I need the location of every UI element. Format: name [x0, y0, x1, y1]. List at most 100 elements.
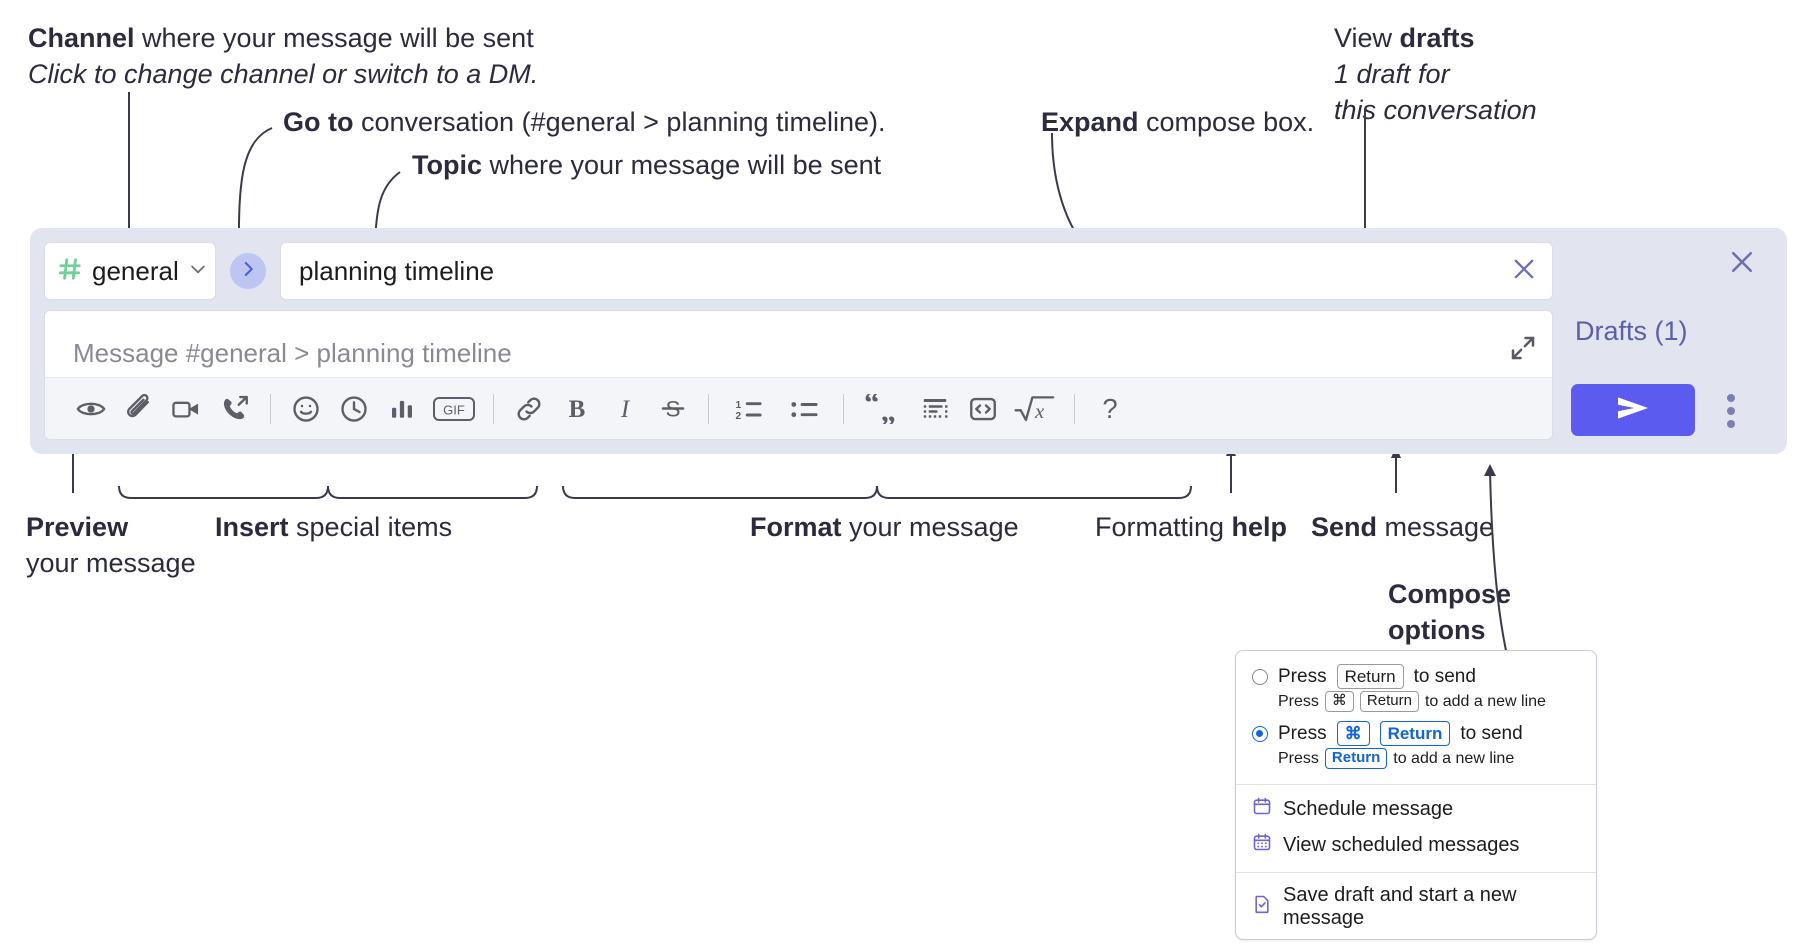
- annotation-channel-strong: Channel: [28, 23, 135, 53]
- option1-tail: to send: [1413, 665, 1476, 687]
- view-scheduled-messages-label: View scheduled messages: [1283, 833, 1520, 856]
- audio-clip-button[interactable]: [211, 385, 259, 433]
- expand-icon[interactable]: [1508, 333, 1538, 368]
- annotation-drafts-italic2: this conversation: [1334, 95, 1537, 125]
- emoji-button[interactable]: [282, 385, 330, 433]
- kebab-dot: [1727, 420, 1735, 428]
- svg-text:1: 1: [736, 399, 742, 410]
- send-on-return-option[interactable]: Press Return to send: [1236, 661, 1596, 690]
- toolbar-divider: [1074, 393, 1075, 424]
- save-draft-label: Save draft and start a new message: [1283, 884, 1517, 929]
- option2-tail: to send: [1460, 722, 1523, 744]
- key-command: ⌘: [1336, 721, 1370, 747]
- option2-press: Press: [1278, 722, 1327, 744]
- code-brackets-button[interactable]: [959, 385, 1007, 433]
- italic-button[interactable]: I: [601, 385, 649, 433]
- radio-unselected[interactable]: [1252, 668, 1268, 685]
- annotation-channel: Channel where your message will be sent …: [28, 20, 538, 92]
- option1-sub-tail: to add a new line: [1424, 692, 1546, 710]
- calendar-clock-icon: [1252, 796, 1272, 822]
- annotation-help-prefix: Formatting: [1095, 512, 1232, 542]
- video-clip-button[interactable]: [163, 385, 211, 433]
- compose-options-menu: Press Return to send Press ⌘ Return to a…: [1235, 650, 1597, 940]
- annotation-format-rest: your message: [841, 512, 1019, 542]
- view-scheduled-messages-item[interactable]: View scheduled messages: [1236, 827, 1596, 863]
- key-return: Return: [1324, 748, 1388, 769]
- calendar-grid-icon: [1252, 832, 1272, 858]
- send-button[interactable]: [1571, 384, 1695, 436]
- drafts-link[interactable]: Drafts (1): [1575, 316, 1688, 346]
- compose-panel-right: Drafts (1): [1553, 228, 1787, 454]
- schedule-message-item[interactable]: Schedule message: [1236, 791, 1596, 827]
- compose-header-row: general planning timeline: [44, 242, 1553, 300]
- send-on-cmd-return-option[interactable]: Press ⌘ Return to send: [1236, 718, 1596, 747]
- file-check-icon: [1252, 894, 1272, 920]
- link-button[interactable]: [505, 385, 553, 433]
- poll-button[interactable]: [378, 385, 426, 433]
- annotation-format: Format your message: [750, 509, 1019, 545]
- annotation-help-strong: help: [1231, 512, 1288, 542]
- annotation-expand: Expand compose box.: [1041, 104, 1314, 140]
- topic-input[interactable]: planning timeline: [280, 242, 1553, 300]
- goto-conversation-button[interactable]: [230, 253, 266, 289]
- svg-text:?: ?: [1102, 394, 1117, 424]
- menu-divider: [1236, 872, 1596, 873]
- send-on-cmd-return-hint: Press Return to add a new line: [1236, 746, 1596, 775]
- annotation-channel-italic: Click to change channel or switch to a D…: [28, 59, 539, 89]
- annotation-channel-rest: where your message will be sent: [134, 23, 534, 53]
- chevron-down-icon: [188, 259, 208, 284]
- svg-text:2: 2: [736, 411, 742, 422]
- bold-button[interactable]: B: [553, 385, 601, 433]
- schedule-message-label: Schedule message: [1283, 797, 1454, 820]
- save-draft-item[interactable]: Save draft and start a new message: [1236, 879, 1596, 935]
- close-icon[interactable]: [1504, 249, 1544, 294]
- option2-sub-press: Press: [1278, 749, 1319, 767]
- channel-selector[interactable]: general: [44, 242, 216, 300]
- strikethrough-button[interactable]: S: [649, 385, 697, 433]
- blockquote-button[interactable]: “ „: [855, 385, 911, 433]
- option2-sub-tail: to add a new line: [1393, 749, 1515, 767]
- annotation-drafts-strong: drafts: [1399, 23, 1475, 53]
- more-options-vertical-icon[interactable]: [1713, 388, 1749, 434]
- annotation-goto-strong: Go to: [283, 107, 354, 137]
- compose-panel: general planning timeline: [30, 228, 1787, 454]
- key-return: Return: [1359, 691, 1419, 712]
- key-return: Return: [1336, 664, 1404, 690]
- reminder-button[interactable]: [330, 385, 378, 433]
- code-block-button[interactable]: [911, 385, 959, 433]
- svg-text:I: I: [620, 396, 631, 423]
- option1-sub-press: Press: [1278, 692, 1319, 710]
- toolbar-divider: [708, 393, 709, 424]
- annotation-goto-rest: conversation (#general > planning timeli…: [353, 107, 886, 137]
- attach-file-button[interactable]: [115, 385, 163, 433]
- annotation-topic-rest: where your message will be sent: [482, 150, 882, 180]
- annotation-topic: Topic where your message will be sent: [412, 147, 881, 183]
- annotation-send: Send message: [1311, 509, 1494, 545]
- message-input-box[interactable]: Message #general > planning timeline: [44, 310, 1553, 440]
- annotation-compose-options-strong1: Compose: [1388, 579, 1512, 609]
- preview-button[interactable]: [67, 385, 115, 433]
- annotation-help: Formatting help: [1095, 509, 1287, 545]
- svg-text:„: „: [881, 394, 896, 424]
- gif-button[interactable]: GIF: [426, 385, 482, 433]
- annotation-drafts: View drafts 1 draft for this conversatio…: [1334, 20, 1537, 128]
- annotation-insert: Insert special items: [215, 509, 452, 545]
- kebab-dot: [1727, 407, 1735, 415]
- channel-name: general: [92, 255, 179, 286]
- annotation-preview-strong: Preview: [26, 512, 129, 542]
- ordered-list-button[interactable]: 1 2: [720, 385, 776, 433]
- bulleted-list-button[interactable]: [776, 385, 832, 433]
- message-placeholder: Message #general > planning timeline: [73, 338, 512, 368]
- formatting-help-button[interactable]: ?: [1086, 385, 1134, 433]
- radio-selected[interactable]: [1252, 725, 1268, 742]
- math-button[interactable]: x: [1007, 385, 1063, 433]
- topic-value: planning timeline: [299, 255, 495, 286]
- send-on-return-hint: Press ⌘ Return to add a new line: [1236, 689, 1596, 718]
- close-icon[interactable]: [1727, 247, 1757, 282]
- annotation-goto: Go to conversation (#general > planning …: [283, 104, 886, 140]
- annotation-send-rest: message: [1377, 512, 1495, 542]
- svg-text:x: x: [1034, 401, 1045, 423]
- annotation-drafts-prefix: View: [1334, 23, 1400, 53]
- annotation-preview: Preview your message: [26, 509, 196, 581]
